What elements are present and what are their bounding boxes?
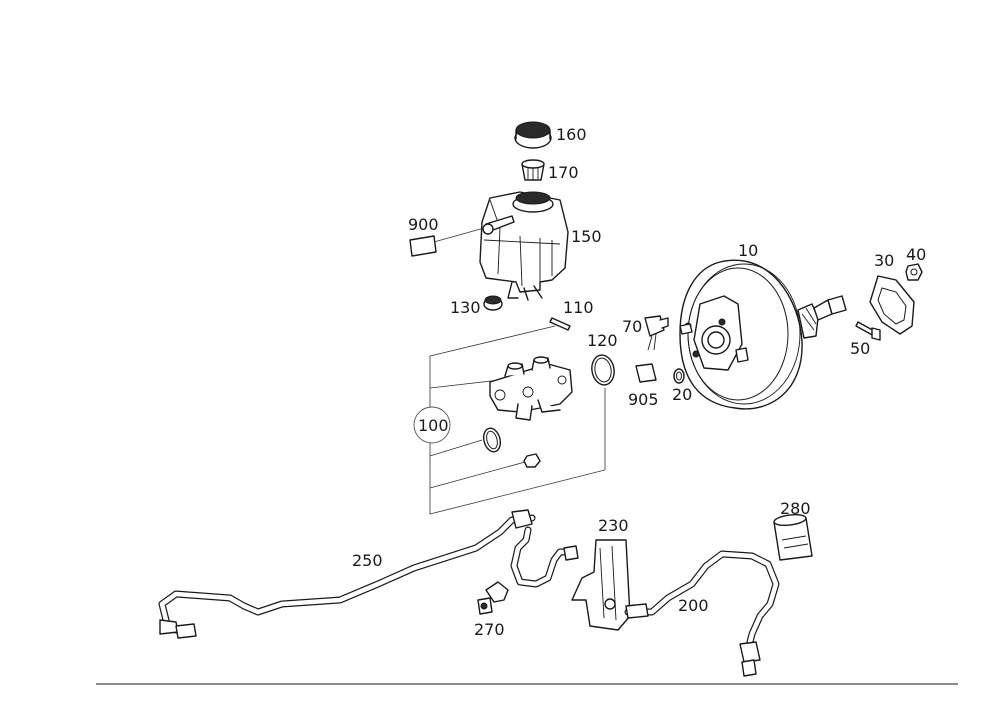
retaining-pin-part[interactable] [549, 317, 571, 331]
callout-100-circle [413, 406, 451, 444]
callout-70: 70 [622, 317, 642, 336]
master-cylinder-part[interactable] [489, 356, 573, 421]
vacuum-line-middle-part[interactable] [510, 526, 579, 588]
callout-100: 100 [418, 416, 449, 435]
seal-ring-part[interactable] [590, 353, 617, 386]
callout-110: 110 [563, 298, 594, 317]
callout-270: 270 [474, 620, 505, 639]
master-cylinder-bracket [429, 325, 606, 515]
vacuum-line-250-part[interactable] [158, 509, 536, 639]
gasket-part[interactable] [869, 275, 915, 335]
brake-booster-part[interactable] [679, 259, 847, 410]
filter-part[interactable] [773, 513, 813, 561]
bracket-part[interactable] [571, 539, 631, 631]
callout-30: 30 [874, 251, 894, 270]
washer-part[interactable] [673, 368, 685, 384]
callout-900: 900 [408, 215, 439, 234]
vacuum-line-200-part[interactable] [624, 550, 780, 677]
label-sticker-900-part[interactable] [409, 227, 485, 257]
callout-150: 150 [571, 227, 602, 246]
callout-20: 20 [672, 385, 692, 404]
bolt-part[interactable] [855, 321, 881, 341]
strainer-part[interactable] [521, 159, 545, 181]
callout-200: 200 [678, 596, 709, 615]
callout-170: 170 [548, 163, 579, 182]
callout-905: 905 [628, 390, 659, 409]
grommet-part[interactable] [483, 295, 503, 311]
callout-40: 40 [906, 245, 926, 264]
callout-120: 120 [587, 331, 618, 350]
clip-part[interactable] [477, 581, 509, 615]
callout-250: 250 [352, 551, 383, 570]
pressure-sensor-part[interactable] [644, 315, 669, 351]
callout-130: 130 [450, 298, 481, 317]
callout-160: 160 [556, 125, 587, 144]
nut-part[interactable] [905, 263, 923, 281]
brake-fluid-reservoir-part[interactable] [479, 191, 569, 301]
cylinder-nut-part[interactable] [523, 453, 541, 468]
callout-10: 10 [738, 241, 758, 260]
reservoir-cap-part[interactable] [514, 121, 552, 149]
callout-280: 280 [780, 499, 811, 518]
callout-50: 50 [850, 339, 870, 358]
callout-230: 230 [598, 516, 629, 535]
cylinder-o-ring-part[interactable] [481, 426, 503, 453]
label-sticker-905-part[interactable] [635, 363, 657, 383]
